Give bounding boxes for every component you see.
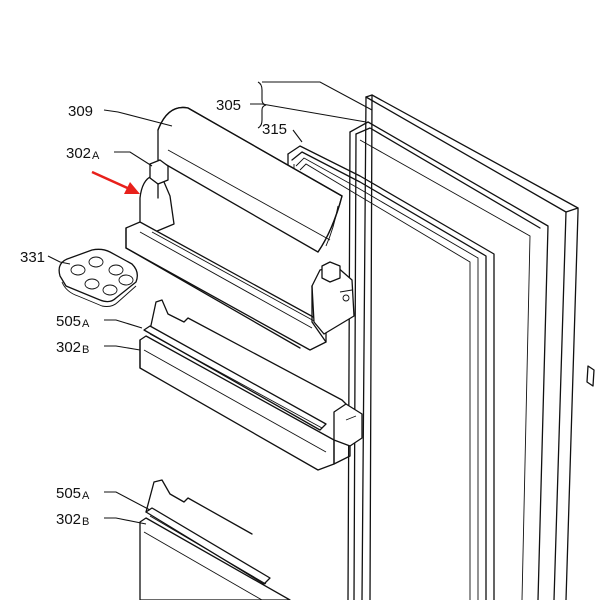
fridge-door (347, 94, 595, 600)
shelf-cover-flap (157, 106, 343, 253)
label-302a-suffix: A (92, 150, 100, 162)
label-505a-lower: 505A (56, 485, 90, 502)
label-302a-number: 302 (66, 145, 91, 162)
label-302b-number: 302 (56, 339, 81, 356)
label-331: 331 (20, 249, 45, 266)
label-505a-number: 505 (56, 313, 81, 330)
label-505a-suffix: A (82, 318, 90, 330)
label-505a-lower-suffix: A (82, 490, 90, 502)
label-302b-lower-number: 302 (56, 511, 81, 528)
label-315: 315 (262, 121, 287, 138)
leader-lines (47, 81, 373, 525)
door-shelf-lower (139, 479, 291, 600)
label-302a: 302A (66, 145, 100, 162)
label-302b-suffix: B (82, 344, 89, 356)
label-505a: 505A (56, 313, 90, 330)
label-305: 305 (216, 97, 241, 114)
label-302b-lower: 302B (56, 511, 89, 528)
door-shelf-middle (139, 299, 363, 471)
egg-tray (58, 248, 138, 307)
label-302b-lower-suffix: B (82, 516, 89, 528)
red-arrow-icon (91, 170, 140, 194)
label-309: 309 (68, 103, 93, 120)
door-gasket (287, 145, 495, 600)
label-302b: 302B (56, 339, 89, 356)
part-labels: 309 302A 305 315 331 505A 302B 505A 302B (20, 97, 287, 528)
door-shelf-upper (125, 159, 355, 351)
label-505a-lower-number: 505 (56, 485, 81, 502)
